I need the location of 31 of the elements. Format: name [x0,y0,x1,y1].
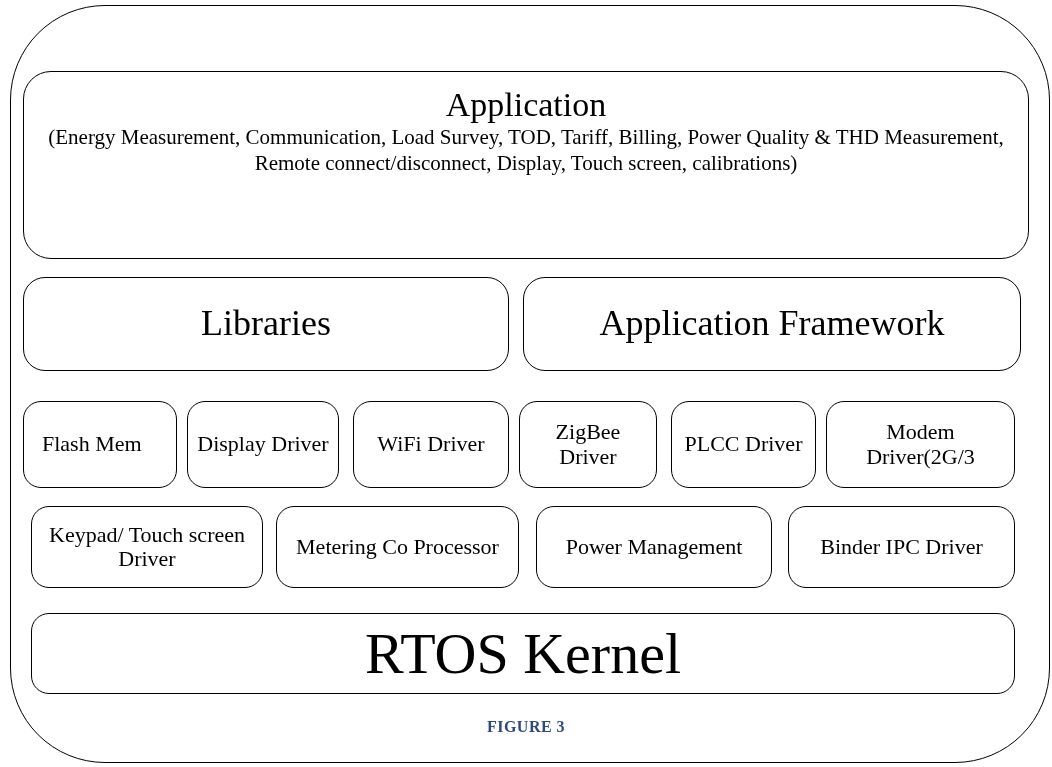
layer-box [31,613,1015,694]
layer-label: Display Driver [197,432,329,457]
layer-label: WiFi Driver [377,432,485,457]
layer-label: Modem Driver(2G/3 [865,420,976,469]
layer-box [536,506,772,588]
rounded-frame [10,5,1050,763]
layer-description: (Energy Measurement, Communication, Load Survey, TOD, Tariff, Billing, Power Quality & THD Measurement, Remote connect/disconnect, Display, Touch screen, calibrations) [47,125,1005,176]
layer-label: Metering Co Processor [296,534,499,560]
layer-box [788,506,1015,588]
layer-label: Keypad/ Touch screen Driver [48,522,246,572]
figure-caption: FIGURE 3 [485,718,567,736]
layer-box [353,401,509,488]
layer-box [519,401,657,488]
layer-label: Binder IPC Driver [820,534,983,560]
layer-box [23,401,177,488]
layer-label: Flash Mem [42,432,142,457]
layer-label: Power Management [565,534,743,560]
layer-box [23,71,1029,259]
layer-label: Application Framework [599,304,945,344]
layer-box [276,506,519,588]
layer-box [31,506,263,588]
layer-title: Application [445,86,607,124]
layer-box [23,277,509,371]
layer-box [523,277,1021,371]
layer-label: ZigBee Driver [554,420,622,469]
layer-label: Libraries [201,304,331,344]
layer-box [187,401,339,488]
layer-box [671,401,816,488]
layer-box [826,401,1015,488]
layer-label: RTOS Kernel [365,621,681,686]
layer-label: PLCC Driver [684,432,803,457]
